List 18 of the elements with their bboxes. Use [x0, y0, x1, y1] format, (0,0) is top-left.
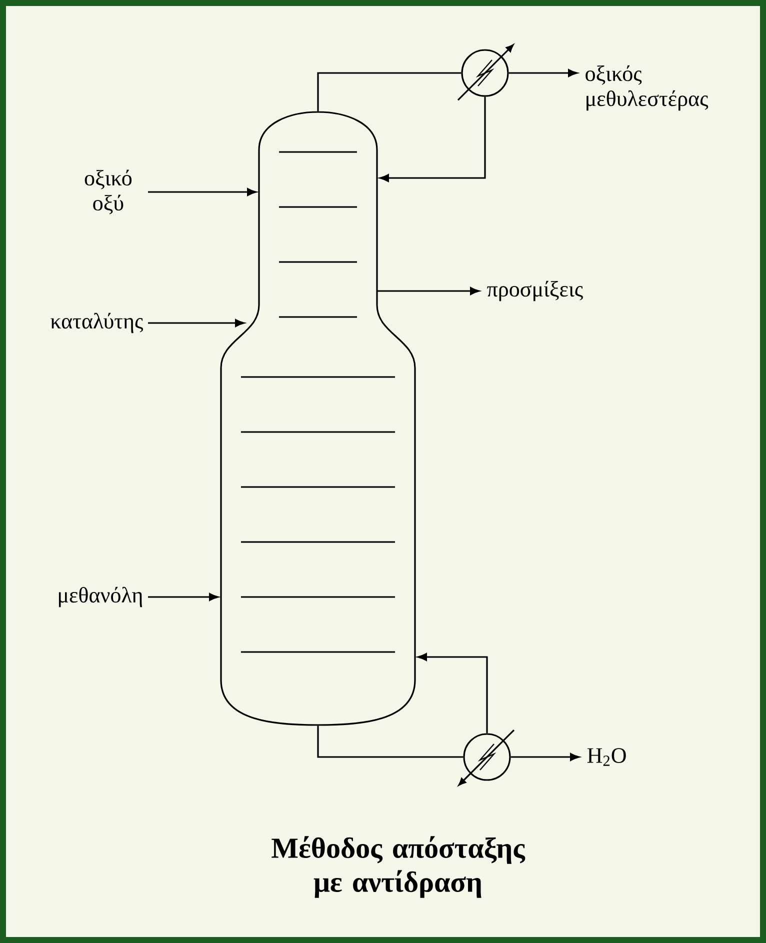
arrow [418, 653, 488, 734]
title: Μέθοδος απόσταξης με αντίδραση [272, 836, 526, 898]
stream-label: οξικό οξύ [84, 170, 132, 214]
arrow [510, 753, 580, 761]
distillation-column [220, 111, 416, 726]
arrow [148, 188, 256, 196]
stream-label: H$_{2}$O [587, 748, 626, 766]
arrow [148, 319, 244, 327]
stream-label: προσμίξεις [487, 280, 583, 302]
stream-label: οξικός μεθυλεστέρας [586, 65, 708, 111]
pipe-line [317, 72, 462, 112]
arrow [377, 287, 480, 295]
arrow [508, 69, 578, 77]
arrow [380, 96, 486, 182]
stream-label: μεθανόλη [58, 586, 142, 608]
arrow [148, 593, 218, 601]
pipe-line [317, 726, 464, 758]
stream-label: καταλύτης [50, 312, 144, 334]
